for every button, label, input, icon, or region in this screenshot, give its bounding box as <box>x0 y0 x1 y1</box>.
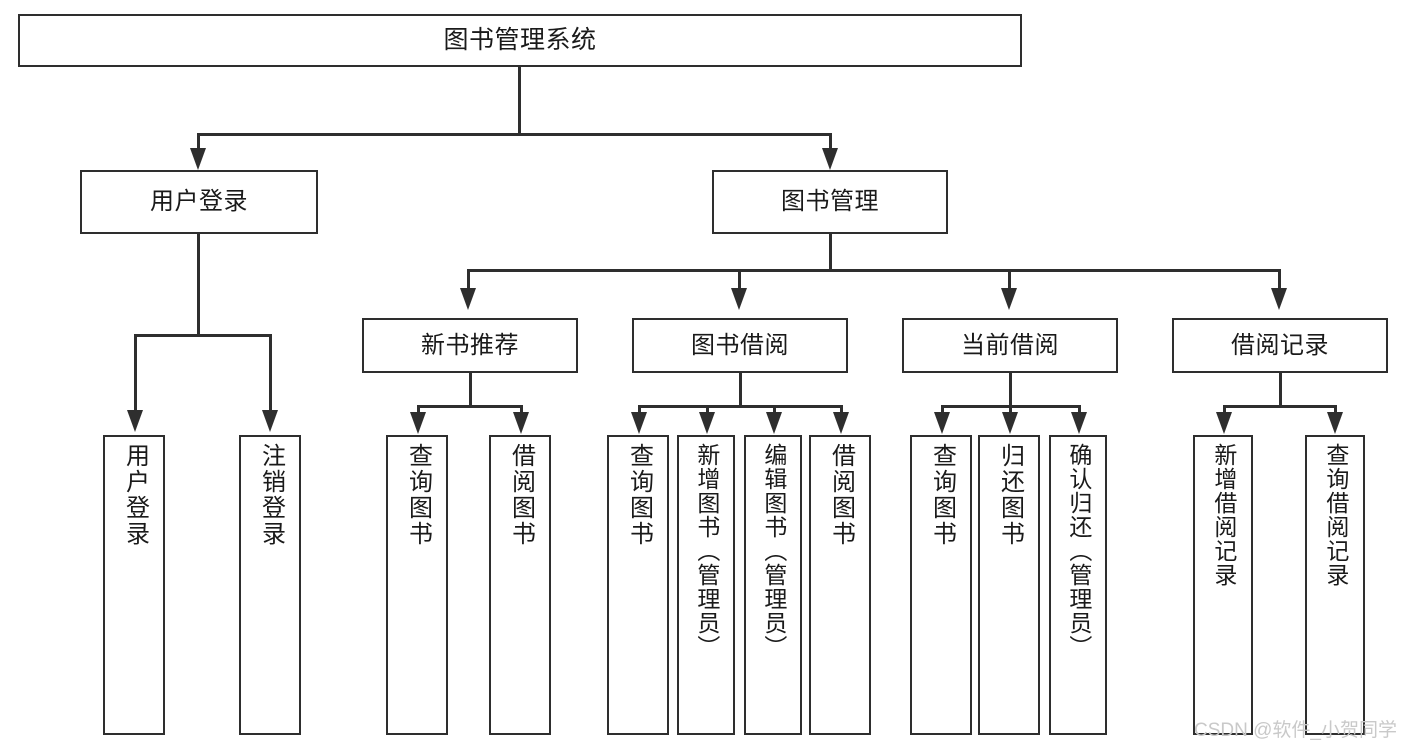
node-label: 归还图书 <box>996 443 1024 547</box>
node-label: 当前借阅 <box>961 331 1059 359</box>
connector-bm-drop-4 <box>1278 269 1281 291</box>
leaf-user-login[interactable]: 用户登录 <box>103 435 165 735</box>
leaf-query-record[interactable]: 查询借阅记录 <box>1305 435 1365 735</box>
leaf-borrow-book-1[interactable]: 借阅图书 <box>489 435 551 735</box>
connector-bb-stem <box>739 373 742 407</box>
connector-nbr-drop-1 <box>417 405 420 415</box>
arrow-to-book-borrow <box>731 288 747 310</box>
node-label: 查询借阅记录 <box>1322 443 1349 587</box>
connector-cb-stem <box>1009 373 1012 407</box>
node-book-borrow[interactable]: 图书借阅 <box>632 318 848 373</box>
connector-bb-bar <box>638 405 842 408</box>
connector-bm-drop-1 <box>467 269 470 291</box>
leaf-borrow-book-2[interactable]: 借阅图书 <box>809 435 871 735</box>
connector-user-login-drop-2 <box>269 334 272 414</box>
node-label: 查询图书 <box>625 443 653 547</box>
connector-cb-drop-1 <box>941 405 944 415</box>
arrow-to-leaf-query-book-3 <box>934 412 950 434</box>
node-label: 新增借阅记录 <box>1210 443 1237 587</box>
node-label: 查询图书 <box>928 443 956 547</box>
leaf-add-book[interactable]: 新增图书（管理员） <box>677 435 735 735</box>
csdn-watermark: CSDN @软件_小贺同学 <box>1194 720 1397 741</box>
connector-br-drop-1 <box>1223 405 1226 415</box>
node-borrow-record[interactable]: 借阅记录 <box>1172 318 1388 373</box>
arrow-to-new-book-recommend <box>460 288 476 310</box>
connector-bb-drop-1 <box>638 405 641 415</box>
node-label: 借阅记录 <box>1231 331 1329 359</box>
connector-br-drop-2 <box>1334 405 1337 415</box>
leaf-edit-book[interactable]: 编辑图书（管理员） <box>744 435 802 735</box>
connector-bm-drop-2 <box>738 269 741 291</box>
connector-user-login-stem <box>197 234 200 336</box>
arrow-to-current-borrow <box>1001 288 1017 310</box>
leaf-add-record[interactable]: 新增借阅记录 <box>1193 435 1253 735</box>
leaf-confirm-return[interactable]: 确认归还（管理员） <box>1049 435 1107 735</box>
connector-user-login-bar <box>134 334 271 337</box>
connector-cb-drop-2 <box>1009 405 1012 415</box>
connector-bb-drop-4 <box>840 405 843 415</box>
arrow-to-leaf-return-book <box>1002 412 1018 434</box>
connector-nbr-stem <box>469 373 472 407</box>
node-user-login[interactable]: 用户登录 <box>80 170 318 234</box>
connector-nbr-drop-2 <box>520 405 523 415</box>
node-label: 用户登录 <box>121 443 149 547</box>
connector-book-manage-bar <box>467 269 1280 272</box>
connector-cb-drop-3 <box>1078 405 1081 415</box>
connector-br-bar <box>1223 405 1336 408</box>
arrow-to-leaf-query-book-1 <box>410 412 426 434</box>
node-label: 新增图书（管理员） <box>693 443 720 659</box>
connector-bm-drop-3 <box>1008 269 1011 291</box>
connector-root-bar <box>197 133 831 136</box>
connector-root-to-book-manage <box>829 133 832 153</box>
node-label: 借阅图书 <box>827 443 855 547</box>
arrow-to-leaf-confirm-return <box>1071 412 1087 434</box>
arrow-to-leaf-edit-book <box>766 412 782 434</box>
node-label: 查询图书 <box>404 443 432 547</box>
connector-root-stem <box>518 67 521 134</box>
connector-br-stem <box>1279 373 1282 407</box>
leaf-return-book[interactable]: 归还图书 <box>978 435 1040 735</box>
node-label: 确认归还（管理员） <box>1065 443 1092 659</box>
arrow-to-leaf-borrow-book-1 <box>513 412 529 434</box>
arrow-to-leaf-query-record <box>1327 412 1343 434</box>
node-current-borrow[interactable]: 当前借阅 <box>902 318 1118 373</box>
leaf-query-book-3[interactable]: 查询图书 <box>910 435 972 735</box>
node-label: 注销登录 <box>257 443 285 547</box>
node-label: 图书借阅 <box>691 331 789 359</box>
node-book-manage[interactable]: 图书管理 <box>712 170 948 234</box>
leaf-query-book-1[interactable]: 查询图书 <box>386 435 448 735</box>
arrow-to-borrow-record <box>1271 288 1287 310</box>
connector-user-login-drop-1 <box>134 334 137 414</box>
arrow-to-leaf-user-login <box>127 410 143 432</box>
connector-nbr-bar <box>417 405 522 408</box>
arrow-to-leaf-add-record <box>1216 412 1232 434</box>
node-label: 图书管理 <box>781 188 879 216</box>
arrow-to-leaf-add-book <box>699 412 715 434</box>
node-label: 图书管理系统 <box>443 26 597 54</box>
node-label: 用户登录 <box>150 188 248 216</box>
connector-root-to-user-login <box>197 133 200 153</box>
node-label: 新书推荐 <box>421 331 519 359</box>
arrow-root-to-book-manage <box>822 148 838 170</box>
node-label: 借阅图书 <box>507 443 535 547</box>
arrow-to-leaf-query-book-2 <box>631 412 647 434</box>
connector-bb-drop-2 <box>706 405 709 415</box>
leaf-query-book-2[interactable]: 查询图书 <box>607 435 669 735</box>
arrow-root-to-user-login <box>190 148 206 170</box>
node-new-book-recommend[interactable]: 新书推荐 <box>362 318 578 373</box>
node-label: 编辑图书（管理员） <box>760 443 787 659</box>
node-root-system[interactable]: 图书管理系统 <box>18 14 1022 67</box>
connector-bb-drop-3 <box>773 405 776 415</box>
arrow-to-leaf-user-logout <box>262 410 278 432</box>
leaf-user-logout[interactable]: 注销登录 <box>239 435 301 735</box>
arrow-to-leaf-borrow-book-2 <box>833 412 849 434</box>
connector-book-manage-stem <box>829 234 832 270</box>
